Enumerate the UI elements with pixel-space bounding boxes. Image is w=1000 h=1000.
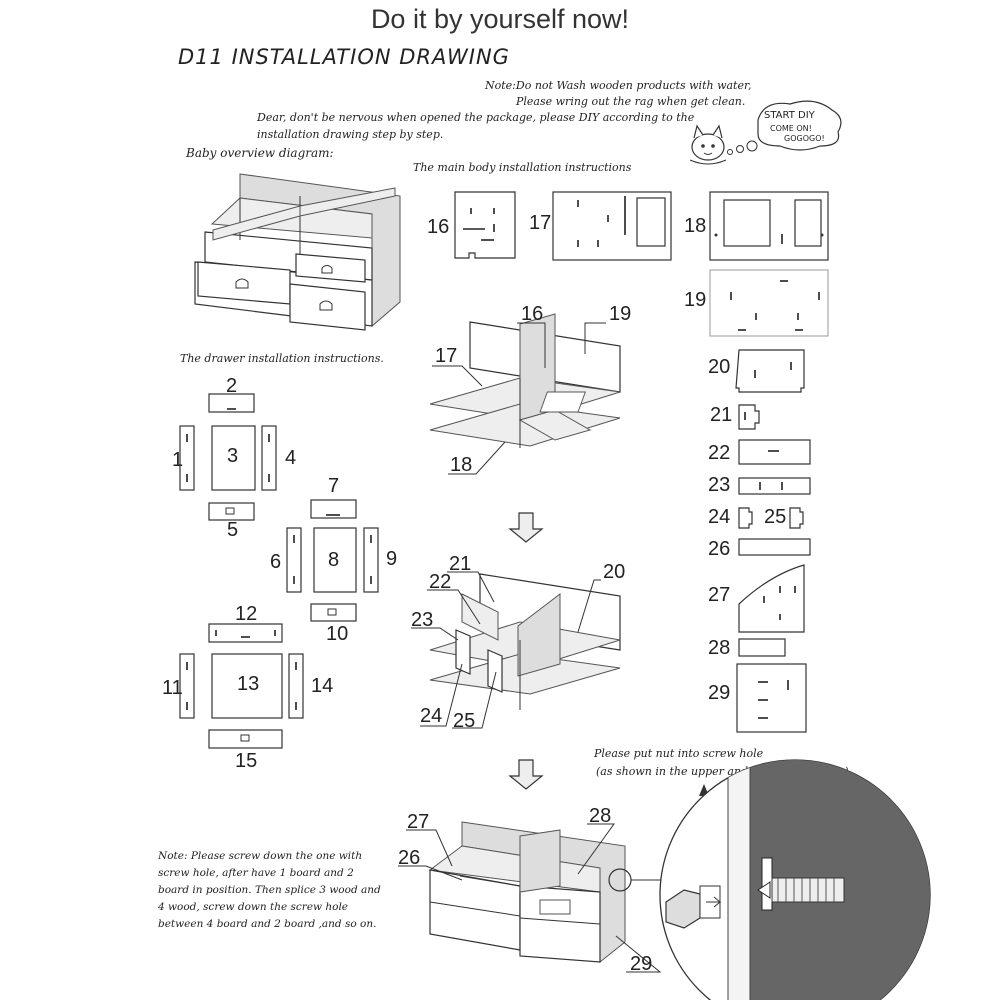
part-label-26: 26 — [708, 538, 730, 560]
drawer-parts-group-1 — [179, 393, 277, 521]
panel-29 — [736, 663, 807, 733]
part-label-14: 14 — [311, 675, 333, 697]
part-label-24-assembly: 24 — [420, 705, 442, 727]
panel-24 — [738, 507, 753, 529]
dear-note-line2: installation drawing step by step. — [257, 128, 444, 141]
part-label-2: 2 — [226, 375, 237, 397]
part-label-9: 9 — [386, 548, 397, 570]
part-label-6: 6 — [270, 551, 281, 573]
part-label-18-assembly: 18 — [450, 454, 472, 476]
part-label-28: 28 — [708, 637, 730, 659]
cat-mascot-icon — [689, 124, 727, 165]
screw-note-line: board in position. Then splice 3 wood an… — [158, 884, 381, 896]
part-label-11: 11 — [162, 677, 183, 699]
part-label-26-assembly: 26 — [398, 847, 420, 869]
overview-assembled-organizer — [194, 173, 401, 331]
part-label-25: 25 — [764, 506, 786, 528]
main-body-heading: The main body installation instructions — [413, 161, 632, 174]
screw-nut-detail — [608, 759, 931, 1000]
part-label-19: 19 — [684, 289, 706, 311]
drawer-part-labels: 2 1 3 4 5 7 6 8 9 10 12 11 13 14 15 — [162, 375, 397, 772]
panel-17 — [552, 191, 672, 261]
assembly-step-1 — [429, 313, 621, 448]
bubble-line3: GOGOGO! — [784, 134, 825, 143]
drawer-heading: The drawer installation instructions. — [180, 352, 384, 365]
panel-19 — [709, 269, 829, 337]
part-label-22: 22 — [708, 442, 730, 464]
down-arrow-icon — [508, 759, 544, 790]
part-label-29: 29 — [708, 682, 730, 704]
screw-note-line: between 4 board and 2 board ,and so on. — [158, 918, 377, 930]
panel-28 — [738, 638, 786, 657]
part-label-4: 4 — [285, 447, 296, 469]
part-label-3: 3 — [227, 445, 238, 467]
panel-16 — [454, 191, 516, 259]
screw-note-line: screw hole, after have 1 board and 2 — [158, 867, 354, 879]
screw-note: Note: Please screw down the one with scr… — [158, 848, 381, 933]
part-label-21: 21 — [710, 404, 732, 426]
wash-note-line2: Please wring out the rag when get clean. — [516, 95, 746, 108]
part-label-20: 20 — [708, 356, 730, 378]
screw-note-line: 4 wood, screw down the screw hole — [158, 901, 349, 913]
panel-26 — [738, 538, 811, 556]
part-label-18: 18 — [684, 215, 706, 237]
main-part-labels: 16 17 18 19 16 19 17 18 20 21 22 23 24 2… — [398, 212, 786, 975]
part-label-21-assembly: 21 — [449, 553, 471, 575]
panel-23 — [738, 477, 811, 495]
drawing-subtitle: D11 INSTALLATION DRAWING — [178, 45, 510, 69]
bubble-line1: START DIY — [764, 110, 816, 121]
part-label-19-assembly: 19 — [609, 303, 631, 325]
assembly-final — [428, 821, 626, 964]
part-label-17-assembly: 17 — [435, 345, 457, 367]
part-label-23: 23 — [708, 474, 730, 496]
panel-18 — [709, 191, 829, 261]
part-label-23-assembly: 23 — [411, 609, 433, 631]
page-title: Do it by yourself now! — [370, 4, 630, 34]
panel-25 — [789, 507, 804, 529]
assembly-step-2 — [429, 573, 621, 710]
part-label-22-assembly: 22 — [429, 571, 451, 593]
leader-lines — [398, 322, 662, 973]
part-label-12: 12 — [235, 603, 257, 625]
overview-heading: Baby overview diagram: — [186, 146, 334, 160]
part-label-16: 16 — [427, 216, 449, 238]
part-label-29-assembly: 29 — [630, 953, 652, 975]
part-label-5: 5 — [227, 519, 238, 541]
drawer-parts-group-3 — [179, 623, 304, 749]
down-arrow-icon — [508, 512, 544, 543]
part-label-1: 1 — [172, 449, 183, 471]
drawer-parts-group-2 — [286, 499, 379, 622]
panel-22 — [738, 439, 811, 465]
part-label-27-assembly: 27 — [407, 811, 429, 833]
part-label-13: 13 — [237, 673, 259, 695]
part-label-8: 8 — [328, 549, 339, 571]
panel-20 — [735, 349, 805, 393]
part-label-25-assembly: 25 — [453, 710, 475, 732]
part-label-28-assembly: 28 — [589, 805, 611, 827]
part-label-7: 7 — [328, 475, 339, 497]
screw-note-line: Note: Please screw down the one with — [158, 850, 363, 862]
wash-note-line1: Note:Do not Wash wooden products with wa… — [485, 79, 752, 92]
part-label-16-assembly: 16 — [521, 303, 543, 325]
nut-note-line1: Please put nut into screw hole — [594, 747, 764, 760]
part-label-17: 17 — [529, 212, 551, 234]
bubble-line2: COME ON! — [770, 124, 812, 133]
dear-note-line1: Dear, don't be nervous when opened the p… — [257, 111, 695, 124]
part-label-20-assembly: 20 — [603, 561, 625, 583]
part-label-27: 27 — [708, 584, 730, 606]
part-label-24: 24 — [708, 506, 730, 528]
speech-bubble — [727, 100, 842, 155]
part-label-10: 10 — [326, 623, 348, 645]
panel-21 — [738, 404, 760, 430]
part-label-15: 15 — [235, 750, 257, 772]
panel-27 — [738, 564, 805, 633]
